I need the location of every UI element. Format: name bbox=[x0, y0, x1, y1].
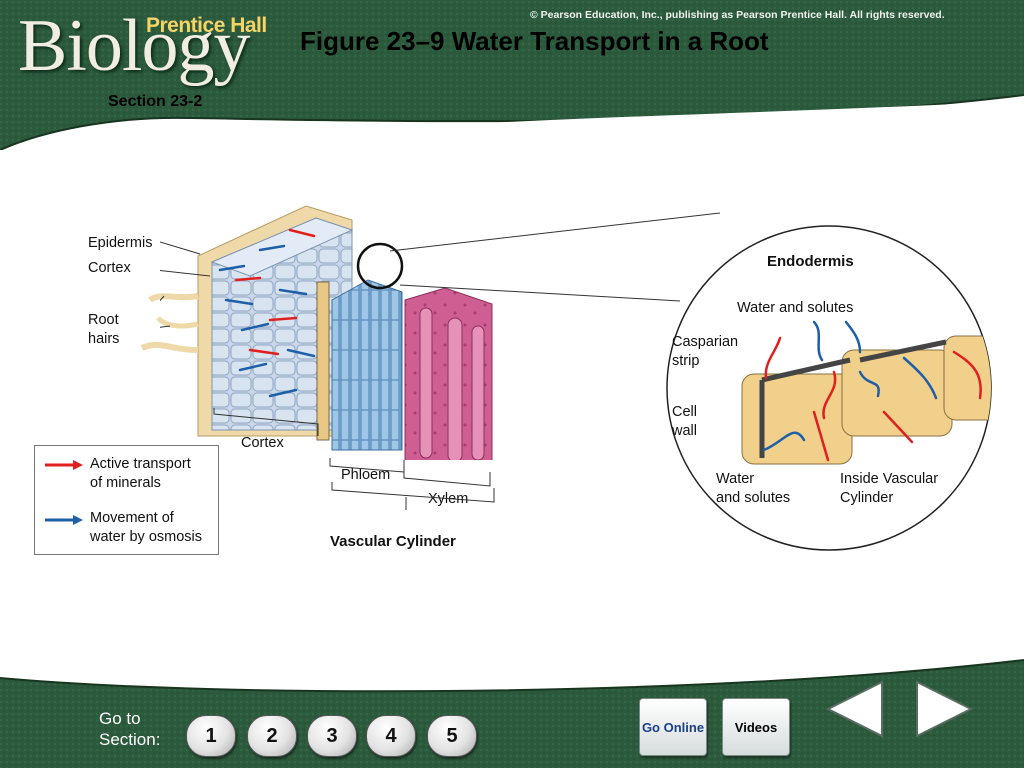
section-button-5[interactable]: 5 bbox=[427, 715, 477, 757]
next-arrow-icon[interactable] bbox=[913, 678, 973, 740]
inset-title-endodermis: Endodermis bbox=[767, 253, 854, 270]
legend-blue-arrow bbox=[45, 515, 83, 525]
brand-wordmark: Biology bbox=[18, 5, 250, 87]
inset-label-water-solutes-top: Water and solutes bbox=[737, 300, 854, 316]
label-root-hairs-line2: hairs bbox=[88, 331, 120, 347]
legend-active-line2: of minerals bbox=[90, 475, 161, 491]
inset-label-cell-wall-line1: Cell bbox=[672, 404, 697, 420]
legend-osmosis-line1: Movement of bbox=[90, 510, 174, 526]
goto-section-label: Go to Section: bbox=[99, 708, 160, 750]
legend-arrows bbox=[45, 460, 83, 525]
goto-line2: Section: bbox=[99, 730, 161, 749]
inset-label-inside-line2: Cylinder bbox=[840, 490, 894, 506]
label-cortex-bottom: Cortex bbox=[241, 435, 284, 451]
section-label: Section 23-2 bbox=[108, 93, 203, 110]
copyright-notice: © Pearson Education, Inc., publishing as… bbox=[530, 9, 945, 21]
section-button-4[interactable]: 4 bbox=[366, 715, 416, 757]
inset-label-casparian-line1: Casparian bbox=[672, 334, 739, 350]
label-root-hairs-line1: Root bbox=[88, 312, 119, 328]
legend-active-line1: Active transport bbox=[90, 456, 191, 472]
publisher-logo: Prentice Hall bbox=[146, 14, 267, 37]
label-vascular-cylinder: Vascular Cylinder bbox=[330, 533, 456, 550]
root-cross-section-illustration bbox=[140, 205, 493, 460]
label-phloem: Phloem bbox=[341, 467, 391, 483]
go-online-button[interactable]: Go Online bbox=[639, 698, 707, 756]
videos-button[interactable]: Videos bbox=[722, 698, 790, 756]
figure-title: Figure 23–9 Water Transport in a Root bbox=[300, 26, 769, 56]
legend-osmosis-line2: water by osmosis bbox=[90, 529, 203, 545]
section-button-3[interactable]: 3 bbox=[307, 715, 357, 757]
section-button-2[interactable]: 2 bbox=[247, 715, 297, 757]
legend-box: Active transport of minerals Movement of… bbox=[34, 445, 219, 555]
goto-line1: Go to bbox=[99, 709, 141, 728]
inset-label-water-bottom-line1: Water bbox=[716, 471, 755, 487]
inset-label-cell-wall-line2: wall bbox=[672, 423, 697, 439]
inset-label-water-bottom-line2: and solutes bbox=[716, 490, 791, 506]
label-epidermis: Epidermis bbox=[88, 235, 153, 251]
section-button-1[interactable]: 1 bbox=[186, 715, 236, 757]
inset-connector-lines bbox=[390, 212, 721, 302]
label-leader-lines bbox=[160, 241, 495, 510]
inset-label-casparian-line2: strip bbox=[672, 353, 700, 369]
header-banner bbox=[0, 0, 1024, 150]
legend-red-arrow bbox=[45, 460, 83, 470]
label-cortex-top: Cortex bbox=[88, 260, 131, 276]
previous-arrow-icon[interactable] bbox=[826, 678, 886, 740]
inset-label-inside-line1: Inside Vascular bbox=[840, 471, 939, 487]
endodermis-inset-illustration bbox=[666, 225, 992, 551]
